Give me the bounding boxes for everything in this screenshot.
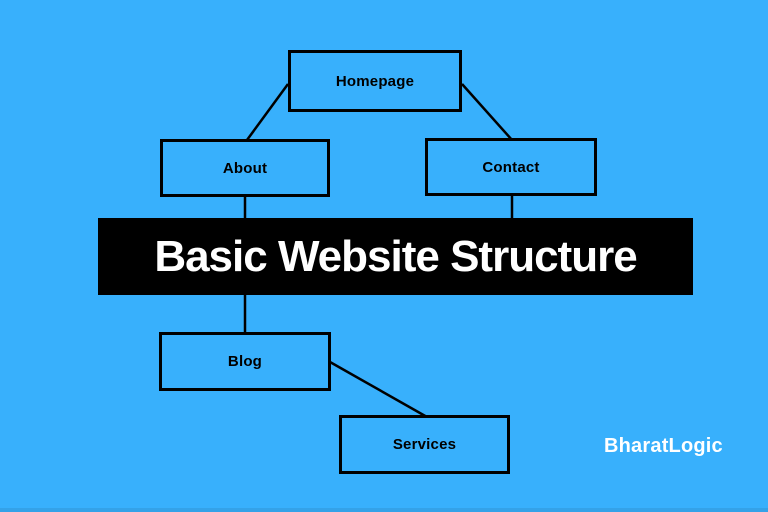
brand-watermark: BharatLogic <box>604 435 723 457</box>
node-blog: Blog <box>159 332 331 391</box>
bottom-edge-shade <box>0 508 768 512</box>
node-about: About <box>160 139 330 197</box>
node-homepage: Homepage <box>288 50 462 112</box>
node-contact: Contact <box>425 138 597 196</box>
title-banner: Basic Website Structure <box>98 218 693 295</box>
page-title: Basic Website Structure <box>154 231 637 281</box>
node-services-label: Services <box>392 436 457 453</box>
node-about-label: About <box>222 159 268 177</box>
edge-homepage-about <box>245 83 290 141</box>
edge-blog-services <box>329 360 428 419</box>
edge-homepage-contact <box>461 83 513 141</box>
node-contact-label: Contact <box>482 158 540 176</box>
node-blog-label: Blog <box>227 353 263 370</box>
node-services: Services <box>339 415 510 474</box>
node-homepage-label: Homepage <box>335 72 415 90</box>
